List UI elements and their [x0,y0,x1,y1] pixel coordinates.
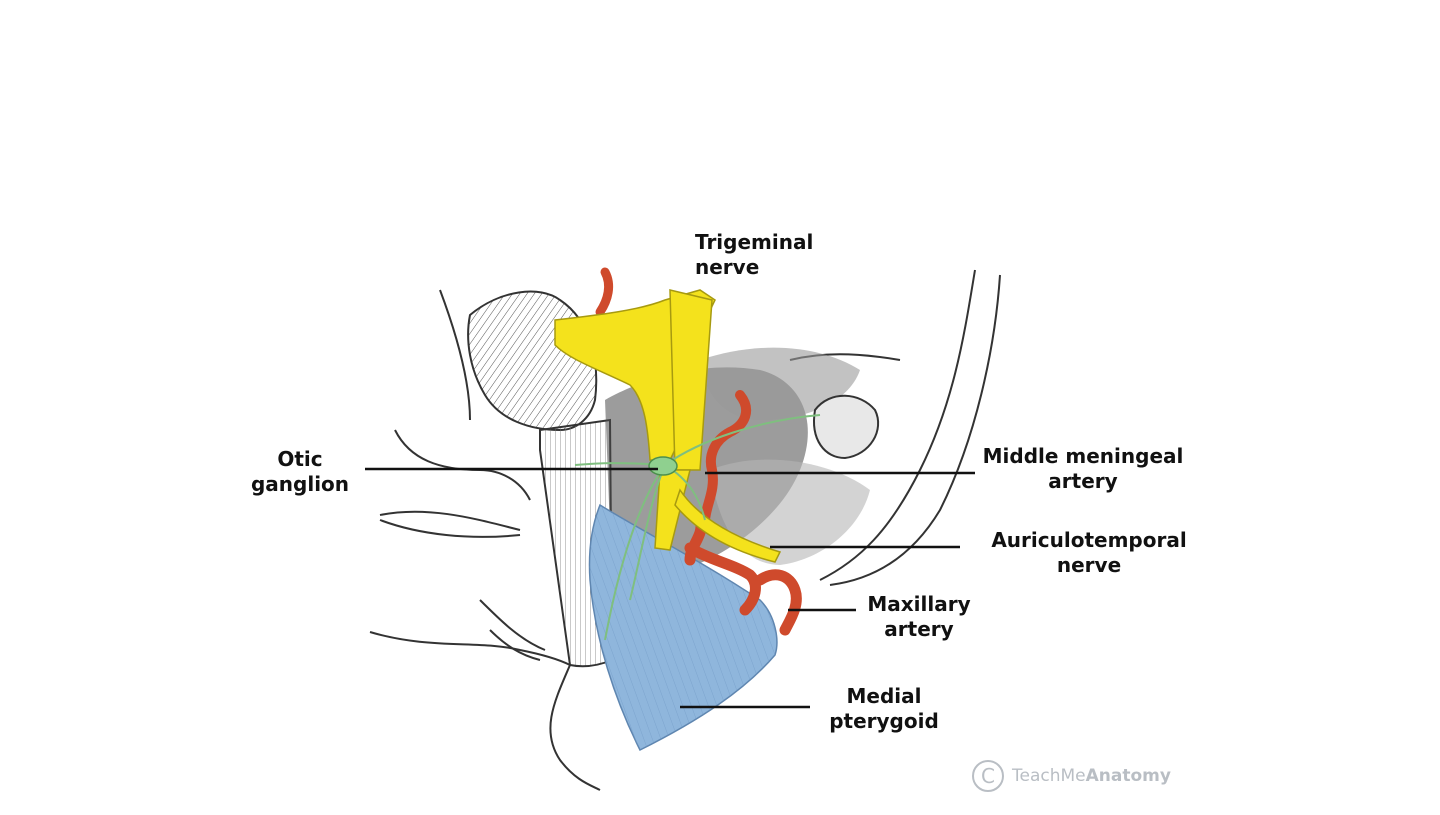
otic-ganglion-body [648,456,678,476]
watermark-brand-light: TeachMe [1012,766,1086,786]
label-auriculotemporal-line2: nerve [1056,553,1122,577]
label-maxillary-line2: artery [884,617,954,641]
ossicles [813,394,880,460]
label-medial-pterygoid-line2: pterygoid [829,709,939,733]
label-trigeminal-nerve: Trigeminal nerve [695,230,813,280]
watermark-brand-bold: Anatomy [1085,766,1171,786]
label-otic-line2: ganglion [250,472,350,496]
label-middle-meningeal-line1: Middle meningeal [982,444,1184,468]
bone-outlines [369,269,1001,791]
fine-nerve-branches [574,414,821,641]
label-trigeminal-line1: Trigeminal [695,230,814,254]
copyright-icon: C [972,760,1004,792]
label-middle-meningeal-line2: artery [1048,469,1118,493]
label-maxillary-line1: Maxillary [867,592,971,616]
middle-meningeal-artery [700,390,752,525]
label-medial-pterygoid: Medial pterygoid [826,684,942,734]
upper-artery-branch [595,267,614,317]
label-auriculotemporal-line1: Auriculotemporal [991,528,1187,552]
label-otic-line1: Otic [277,447,323,471]
label-medial-pterygoid-line1: Medial [846,684,922,708]
label-otic-ganglion: Otic ganglion [248,447,352,497]
maxillary-artery [684,542,802,636]
label-trigeminal-line2: nerve [695,255,760,279]
label-maxillary-artery: Maxillary artery [862,592,976,642]
leader-lines [365,467,975,709]
trigeminal-nerve [554,289,782,563]
label-middle-meningeal-artery: Middle meningeal artery [978,444,1188,494]
temporal-shade [710,459,870,565]
label-auriculotemporal-nerve: Auriculotemporal nerve [983,528,1195,578]
